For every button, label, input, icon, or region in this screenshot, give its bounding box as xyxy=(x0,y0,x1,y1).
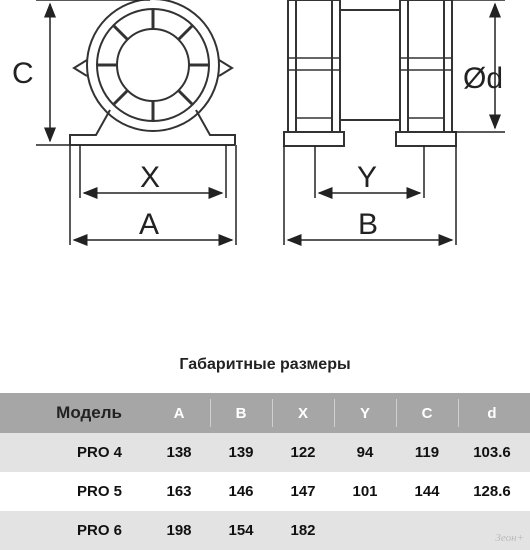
cell-y: 101 xyxy=(352,483,378,500)
dimensions-table: Модель A B X Y C d PRO 4 138 139 122 94 … xyxy=(0,393,530,550)
cell-x: 147 xyxy=(290,483,316,500)
header-d: d xyxy=(458,393,526,433)
cell-model: PRO 6 xyxy=(76,522,122,539)
cell-c: 144 xyxy=(414,483,440,500)
side-view xyxy=(283,0,457,147)
dim-x xyxy=(79,145,227,199)
cell-b: 139 xyxy=(228,444,254,461)
cell-c: 119 xyxy=(414,444,440,461)
label-a: A xyxy=(139,208,159,241)
cell-model: PRO 4 xyxy=(76,444,122,461)
header-a: A xyxy=(173,404,185,422)
header-b: B xyxy=(210,393,272,433)
cell-a: 198 xyxy=(166,522,192,539)
cell-d: 103.6 xyxy=(473,444,511,461)
header-model: Модель xyxy=(56,403,122,422)
front-view xyxy=(69,0,236,146)
dim-d xyxy=(452,0,505,133)
label-c: C xyxy=(12,57,34,90)
dimension-drawing: C X A Ød Y xyxy=(12,0,505,246)
cell-model: PRO 5 xyxy=(76,483,122,500)
header-y: Y xyxy=(334,393,396,433)
cell-c xyxy=(396,511,458,550)
dim-c xyxy=(36,0,150,146)
cell-x: 182 xyxy=(290,522,316,539)
cell-a: 163 xyxy=(166,483,192,500)
cell-x: 122 xyxy=(290,444,316,461)
table-row: PRO 5 163 146 147 101 144 128.6 xyxy=(0,472,530,511)
table-title: Габаритные размеры xyxy=(179,356,351,373)
label-y: Y xyxy=(357,161,377,194)
cell-d: 128.6 xyxy=(473,483,511,500)
watermark: Зеон+ xyxy=(495,532,524,544)
header-c: C xyxy=(396,393,458,433)
table-row: PRO 6 198 154 182 xyxy=(0,511,530,550)
cell-d xyxy=(458,511,526,550)
label-d: Ød xyxy=(463,62,503,95)
cell-b: 146 xyxy=(228,483,254,500)
label-b: B xyxy=(358,208,378,241)
cell-b: 154 xyxy=(228,522,254,539)
cell-a: 138 xyxy=(166,444,192,461)
label-x: X xyxy=(140,161,160,194)
dim-b xyxy=(283,146,457,246)
dim-a xyxy=(69,145,237,246)
table-header-row: Модель A B X Y C d xyxy=(0,393,530,433)
dim-y xyxy=(314,146,425,199)
cell-y: 94 xyxy=(356,444,374,461)
table-row: PRO 4 138 139 122 94 119 103.6 xyxy=(0,433,530,472)
cell-y xyxy=(334,511,396,550)
header-x: X xyxy=(272,393,334,433)
